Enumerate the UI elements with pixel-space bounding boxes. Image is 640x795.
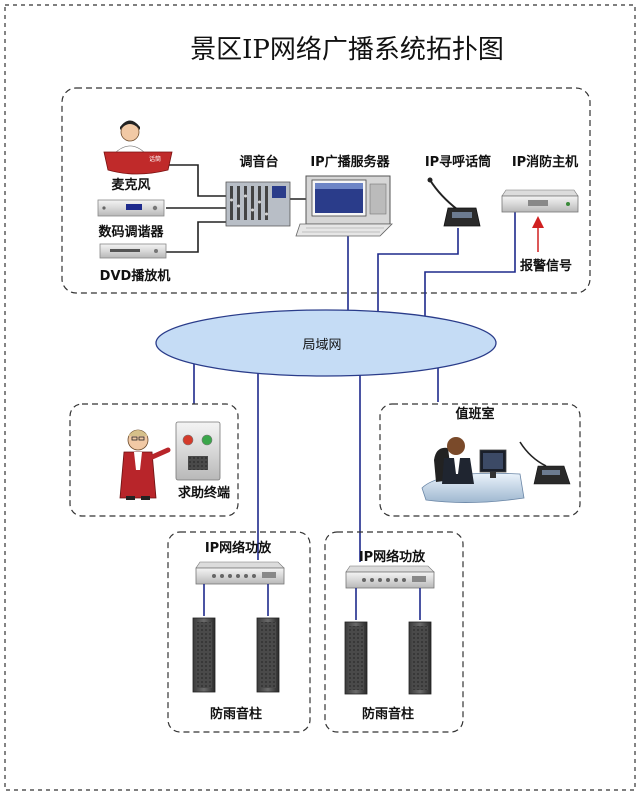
speakers-right-label: 防雨音柱 [362, 706, 414, 722]
speaker-column-icon [192, 617, 216, 693]
digital-tuner-label: 数码调谐器 [98, 224, 164, 240]
lan-label: 局域网 [302, 338, 341, 353]
speaker-column-icon [344, 621, 368, 695]
fire-host-label: IP消防主机 [512, 154, 578, 170]
paging-mic-icon [427, 177, 481, 227]
diagram-title: 景区IP网络广播系统拓扑图 [190, 35, 504, 65]
speakers-left-label: 防雨音柱 [210, 706, 262, 722]
control-room-group [61, 87, 591, 294]
help-terminal-label: 求助终端 [178, 485, 230, 501]
mic-sign-text: 话筒 [149, 155, 161, 163]
speaker-column-icon [256, 617, 280, 693]
amplifier-icon [345, 565, 435, 589]
monitor-icon [479, 449, 507, 478]
dvd-player-label: DVD播放机 [100, 268, 171, 284]
outer-frame [4, 4, 636, 791]
duty-paging-mic-icon [519, 441, 571, 485]
amp-right-label: IP网络功放 [359, 549, 426, 565]
help-terminal-group [69, 403, 239, 517]
wire-paging-lan [377, 228, 459, 318]
alarm-signal-label: 报警信号 [520, 258, 572, 274]
dvd-icon [99, 243, 167, 259]
wire-firehost-lan [424, 212, 516, 322]
wire-mic-mixer [168, 164, 226, 197]
amp-left-label: IP网络功放 [205, 540, 272, 556]
presenter-icon: 话筒 [103, 120, 173, 175]
help-button-panel-icon [175, 421, 221, 481]
paging-mic-label: IP寻呼话筒 [425, 154, 491, 170]
mixer-icon [225, 181, 291, 227]
wire-dvd-mixer [166, 221, 226, 253]
lan-ellipse [155, 309, 497, 377]
microphone-label: 麦克风 [111, 177, 150, 193]
server-computer-icon [295, 175, 393, 237]
tuner-icon [97, 199, 165, 217]
duty-room-group [379, 403, 581, 517]
amp-right-group [324, 531, 464, 733]
amplifier-icon [195, 561, 285, 585]
broadcast-server-label: IP广播服务器 [310, 154, 390, 170]
speaker-column-icon [408, 621, 432, 695]
amp-left-group [167, 531, 311, 733]
operator-icon [421, 437, 525, 503]
helper-person-icon [119, 429, 171, 500]
fire-host-icon [501, 189, 579, 213]
duty-room-label: 值班室 [455, 406, 494, 422]
mixer-label: 调音台 [239, 154, 278, 170]
